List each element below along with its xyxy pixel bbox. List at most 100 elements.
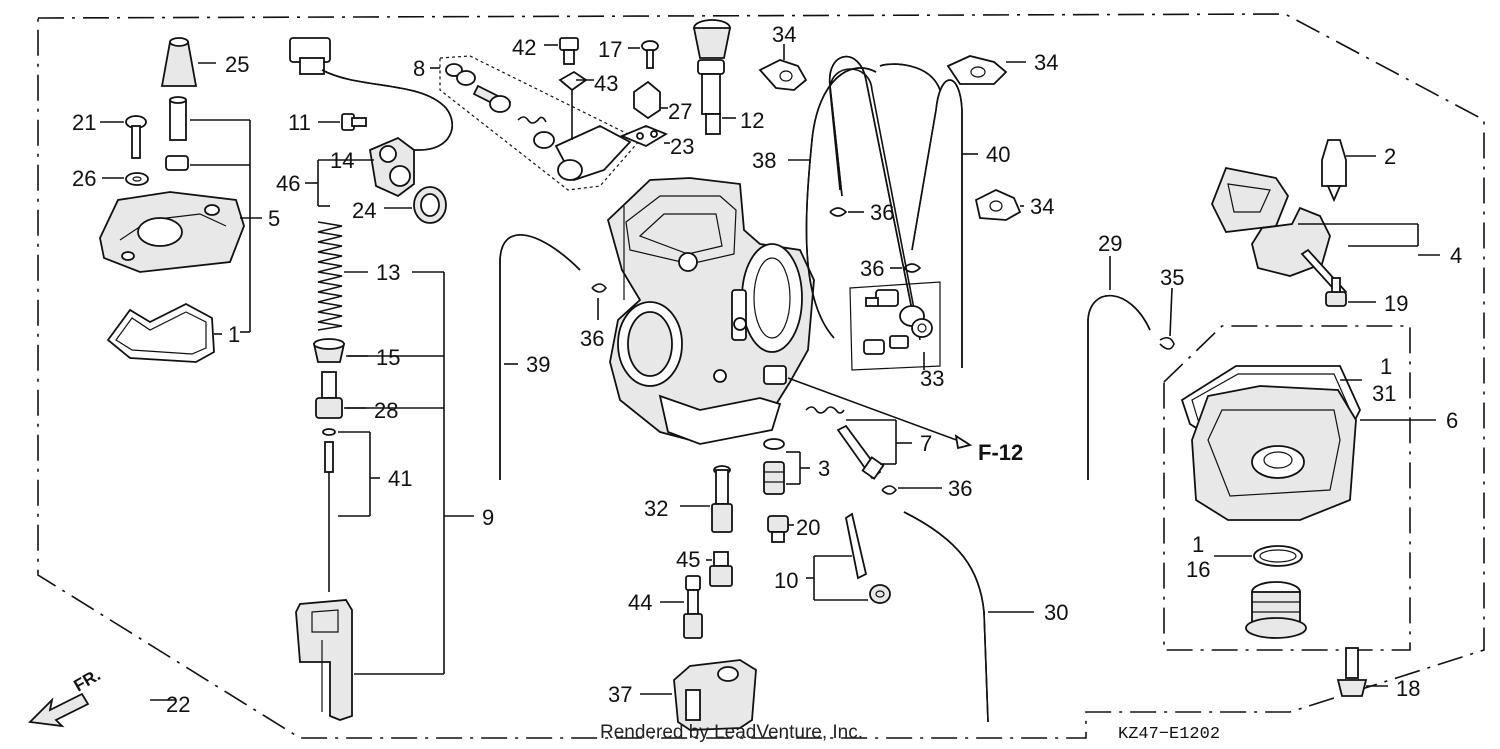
callout-c27: 27 bbox=[668, 99, 692, 124]
part-36-clip-body bbox=[591, 283, 608, 320]
part-20-bolt bbox=[767, 515, 794, 543]
callout-c36c: 36 bbox=[580, 326, 604, 351]
part-37-cover bbox=[640, 659, 757, 731]
callout-c25: 25 bbox=[225, 52, 249, 77]
part-45-jet bbox=[706, 551, 733, 587]
callout-c41: 41 bbox=[388, 466, 412, 491]
part-38-hose bbox=[788, 55, 921, 341]
part-drain-plug bbox=[1245, 581, 1307, 639]
part-10-screw bbox=[806, 512, 891, 604]
part-26-washer bbox=[102, 172, 149, 186]
part-7-jet bbox=[805, 406, 912, 480]
callout-c22: 22 bbox=[166, 692, 190, 717]
part-29-hose bbox=[1087, 256, 1151, 480]
callout-c12: 12 bbox=[740, 108, 764, 133]
callout-c24: 24 bbox=[352, 198, 376, 223]
callout-c34b: 34 bbox=[1034, 50, 1058, 75]
part-32-needle-jet bbox=[680, 465, 733, 533]
f12-reference-label: F-12 bbox=[978, 440, 1023, 465]
callout-c43: 43 bbox=[594, 71, 618, 96]
part-8-linkage bbox=[430, 55, 641, 191]
part-21-screw bbox=[100, 115, 147, 159]
fr-direction-label: FR. bbox=[71, 665, 104, 695]
carburetor-body bbox=[606, 177, 973, 450]
part-13-spring bbox=[317, 221, 368, 331]
part-2-float-valve bbox=[1321, 139, 1376, 203]
callout-c46: 46 bbox=[276, 171, 300, 196]
callout-c7: 7 bbox=[920, 431, 932, 456]
callout-c36b: 36 bbox=[860, 256, 884, 281]
callout-c45: 45 bbox=[676, 547, 700, 572]
callout-c28: 28 bbox=[374, 398, 398, 423]
callout-c16: 16 bbox=[1186, 557, 1210, 582]
callout-c4: 4 bbox=[1450, 243, 1462, 268]
part-35-clip bbox=[1159, 287, 1175, 350]
part-6-float-bowl bbox=[1191, 385, 1436, 521]
callout-c9: 9 bbox=[482, 505, 494, 530]
callout-c1b: 1 bbox=[1380, 354, 1392, 379]
part-24-seal bbox=[384, 186, 447, 224]
part-43-clip bbox=[558, 70, 594, 140]
callout-c13: 13 bbox=[376, 260, 400, 285]
diagram-code: KZ47−E1202 bbox=[1118, 725, 1220, 744]
callout-c20: 20 bbox=[796, 515, 820, 540]
assembly-boundary bbox=[37, 13, 1485, 739]
callout-c29: 29 bbox=[1098, 231, 1122, 256]
callout-c3: 3 bbox=[818, 456, 830, 481]
part-19-bolt bbox=[1325, 277, 1376, 307]
bracket-9 bbox=[346, 271, 474, 675]
callout-c18: 18 bbox=[1396, 676, 1420, 701]
credit-text: Rendered by LeadVenture, Inc. bbox=[600, 722, 863, 743]
callout-c14: 14 bbox=[330, 148, 354, 173]
callout-c8: 8 bbox=[413, 56, 425, 81]
callout-c34c: 34 bbox=[1030, 194, 1054, 219]
part-12-choke bbox=[692, 19, 736, 135]
callout-c15: 15 bbox=[376, 345, 400, 370]
callout-c10: 10 bbox=[774, 568, 798, 593]
callout-c21: 21 bbox=[72, 110, 96, 135]
callout-c30: 30 bbox=[1044, 600, 1068, 625]
part-27-bracket bbox=[633, 80, 668, 120]
float-bowl-boundary bbox=[1163, 325, 1411, 651]
callout-c44: 44 bbox=[628, 590, 652, 615]
callout-c17: 17 bbox=[598, 37, 622, 62]
part-25-cap bbox=[160, 37, 216, 87]
part-40-hose bbox=[879, 63, 978, 368]
callout-c5: 5 bbox=[268, 206, 280, 231]
callout-c2: 2 bbox=[1384, 144, 1396, 169]
part-36-clip-b bbox=[890, 263, 922, 273]
part-15-holder bbox=[312, 338, 368, 363]
callout-c1a: 1 bbox=[228, 322, 240, 347]
callout-c11: 11 bbox=[288, 110, 311, 135]
part-18-screw bbox=[1336, 647, 1388, 697]
part-34-clip-b bbox=[946, 55, 1026, 85]
part-11-screw bbox=[318, 113, 367, 131]
callout-c23: 23 bbox=[670, 134, 694, 159]
part-28-clip-holder bbox=[315, 371, 366, 419]
callout-c32: 32 bbox=[644, 496, 668, 521]
part-5-top-cover bbox=[99, 191, 262, 273]
callout-c36a: 36 bbox=[870, 200, 894, 225]
part-41-needle bbox=[322, 428, 380, 592]
part-adjuster bbox=[165, 96, 251, 333]
part-3-jet bbox=[763, 438, 810, 495]
callout-c38: 38 bbox=[752, 148, 776, 173]
part-14-throttle-sensor bbox=[289, 37, 453, 207]
callout-c33: 33 bbox=[920, 366, 944, 391]
part-1-gasket bbox=[106, 302, 222, 363]
callout-c1c: 1 bbox=[1192, 532, 1204, 557]
part-44-jet bbox=[660, 575, 703, 639]
part-16-o-ring bbox=[1214, 545, 1303, 567]
callout-c42: 42 bbox=[512, 35, 536, 60]
callout-c36d: 36 bbox=[948, 476, 972, 501]
callout-c37: 37 bbox=[608, 682, 632, 707]
callout-c39: 39 bbox=[526, 352, 550, 377]
part-slide-valve bbox=[295, 599, 353, 721]
part-39-hose bbox=[499, 234, 581, 480]
part-42-bolt bbox=[544, 37, 579, 65]
part-36-clip-d bbox=[881, 485, 942, 495]
part-36-clip-a bbox=[829, 207, 864, 217]
callout-c6: 6 bbox=[1446, 408, 1458, 433]
